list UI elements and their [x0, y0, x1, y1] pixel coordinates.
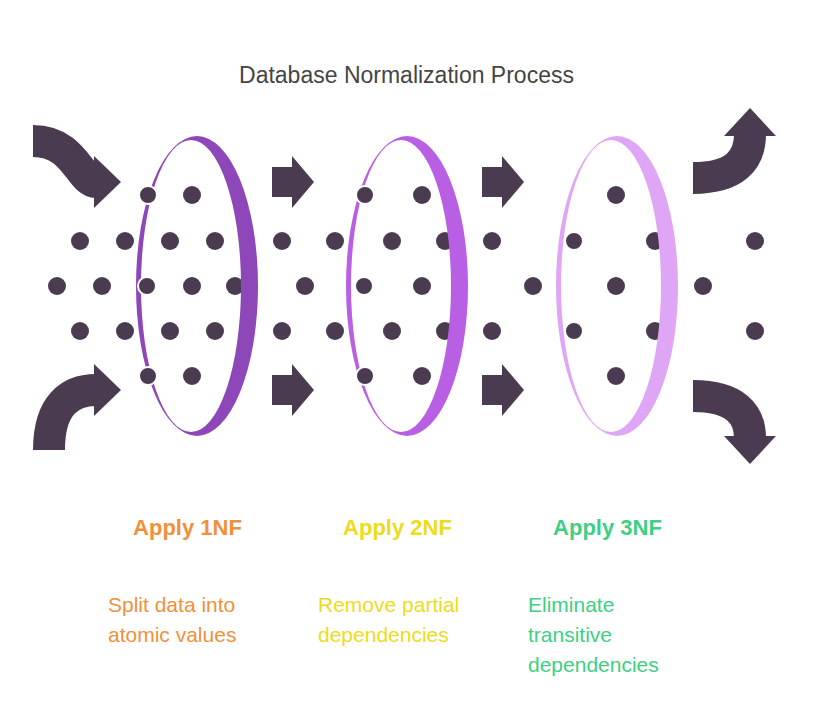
block-arrow [272, 364, 314, 416]
data-dot [206, 322, 224, 340]
data-dot [48, 277, 66, 295]
data-dot [746, 322, 764, 340]
data-dot [607, 186, 625, 204]
diagram-title: Database Normalization Process [0, 62, 813, 89]
data-dot [483, 232, 501, 250]
data-dot [71, 322, 89, 340]
data-dot [161, 322, 179, 340]
data-dot [93, 277, 111, 295]
data-dot [483, 322, 501, 340]
data-dot [296, 277, 314, 295]
data-dot [161, 232, 179, 250]
arrow-head [724, 436, 776, 464]
block-arrow [482, 364, 524, 416]
flow-arrow [693, 108, 776, 178]
data-dot [273, 232, 291, 250]
data-dot [524, 277, 542, 295]
data-dot [607, 367, 625, 385]
ring-outline [345, 135, 471, 437]
data-dot [383, 322, 401, 340]
ring-band [346, 136, 468, 436]
data-dot [183, 186, 201, 204]
flow-arrow [693, 396, 776, 464]
data-dot [413, 367, 431, 385]
arrow-head [724, 108, 776, 136]
data-dot [413, 277, 431, 295]
step-heading: Apply 3NF [545, 514, 670, 542]
stage-ring: Apply 1NF Split data into atomic values [108, 135, 268, 650]
step-heading: Apply 1NF [125, 514, 250, 542]
data-dot [206, 232, 224, 250]
data-dot [183, 367, 201, 385]
block-arrow [272, 156, 314, 208]
step-description: Split data into atomic values [108, 590, 268, 650]
data-dot [356, 186, 374, 204]
data-dot [413, 186, 431, 204]
block-arrow [482, 156, 524, 208]
data-dot [139, 367, 157, 385]
data-dot [356, 367, 374, 385]
arrow-shaft [49, 390, 96, 450]
data-dot [116, 322, 134, 340]
data-dot [138, 277, 156, 295]
arrow-shaft [693, 396, 750, 438]
step-description: Remove partial dependencies [318, 590, 478, 650]
stage-ring: Apply 3NF Eliminate transitive dependenci… [528, 135, 688, 680]
data-dot [273, 322, 291, 340]
ring-outline [135, 135, 261, 437]
flow-arrow [33, 141, 121, 208]
ring-band [556, 136, 678, 436]
data-dot [565, 322, 583, 340]
data-dot [326, 232, 344, 250]
arrow-shaft [33, 141, 96, 182]
arrow-shaft [693, 134, 750, 178]
data-dot [355, 277, 373, 295]
arrow-head [94, 364, 121, 416]
data-dot [746, 232, 764, 250]
data-dot [694, 277, 712, 295]
arrow-head [94, 156, 121, 208]
step-description: Eliminate transitive dependencies [528, 590, 688, 680]
data-dot [565, 232, 583, 250]
ring-outline [555, 135, 681, 437]
data-dot [71, 232, 89, 250]
data-dot [139, 186, 157, 204]
data-dot [326, 322, 344, 340]
data-dot [183, 277, 201, 295]
data-dot [116, 232, 134, 250]
data-dot [383, 232, 401, 250]
stage-ring: Apply 2NF Remove partial dependencies [318, 135, 478, 650]
ring-band [136, 136, 258, 436]
step-heading: Apply 2NF [335, 514, 460, 542]
flow-arrow [49, 364, 121, 450]
data-dot [607, 277, 625, 295]
